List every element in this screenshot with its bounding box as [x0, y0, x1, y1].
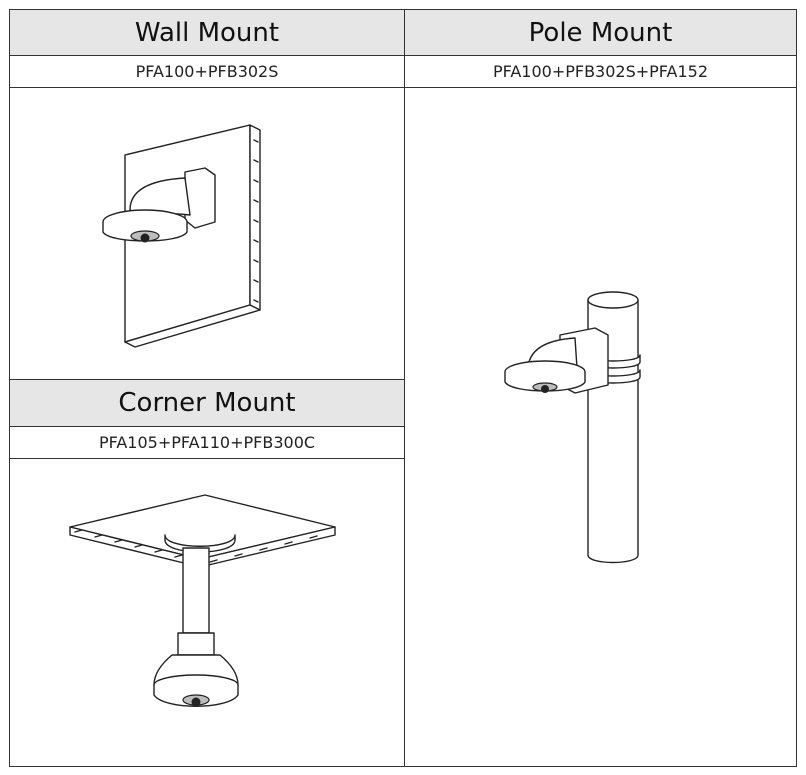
corner-mount-header: Corner Mount	[9, 379, 405, 427]
pole-mount-title: Pole Mount	[528, 17, 673, 48]
corner-mount-title: Corner Mount	[118, 388, 296, 418]
wall-mount-model: PFA100+PFB302S	[135, 62, 279, 81]
pole-mount-model: PFA100+PFB302S+PFA152	[492, 62, 709, 81]
corner-mount-model: PFA105+PFA110+PFB300C	[98, 433, 316, 452]
corner-mount-model-row: PFA105+PFA110+PFB300C	[9, 426, 405, 459]
wall-mount-title: Wall Mount	[134, 17, 280, 48]
wall-mount-header: Wall Mount	[9, 9, 405, 56]
pole-mount-header: Pole Mount	[404, 9, 797, 56]
